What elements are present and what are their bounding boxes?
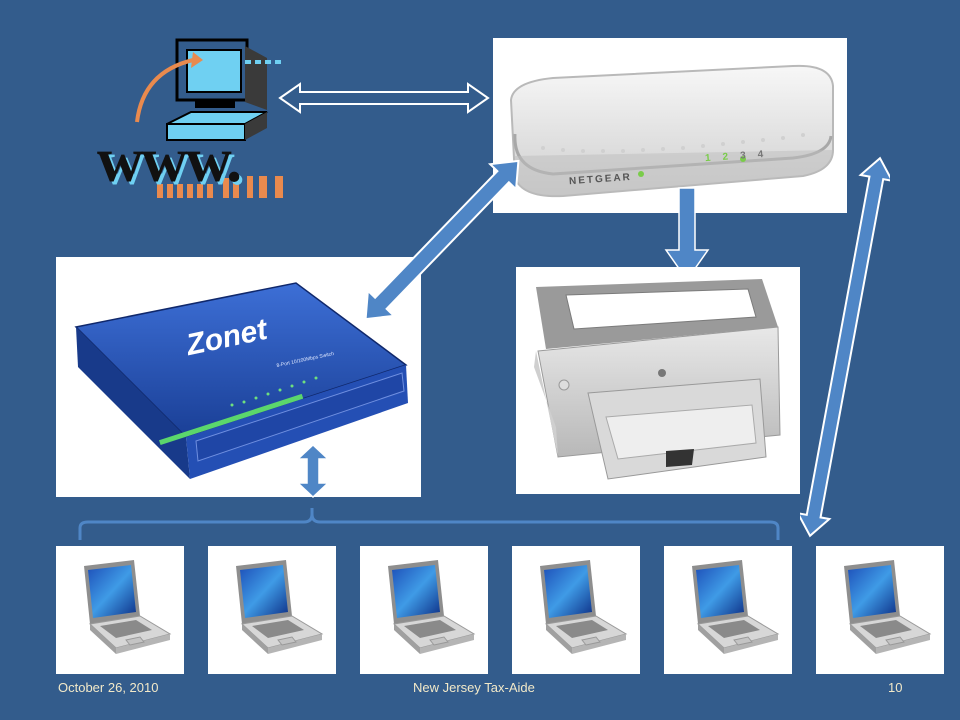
footer-center: New Jersey Tax-Aide	[413, 680, 535, 695]
laptop-4	[512, 546, 640, 674]
internet-icon: www.	[95, 32, 295, 202]
router-switch-arrow	[360, 160, 525, 320]
laptop-2	[208, 546, 336, 674]
laptop-icon	[844, 560, 932, 654]
switch-laptops-arrow	[296, 443, 330, 499]
router-icon	[509, 64, 834, 198]
laptop-icon	[388, 560, 476, 654]
laptop-icon	[692, 560, 780, 654]
computer-icon	[135, 38, 283, 198]
printer-panel	[516, 267, 800, 494]
router-laptop-arrow	[800, 152, 890, 542]
laptop-1	[56, 546, 184, 674]
laptop-icon	[236, 560, 324, 654]
laptop-3	[360, 546, 488, 674]
laptop-5	[664, 546, 792, 674]
laptop-group-bracket	[76, 504, 782, 544]
router-port-4: 4	[757, 149, 764, 161]
laptop-6	[816, 546, 944, 674]
router-port-2: 2	[722, 151, 729, 163]
router-panel: NETGEAR 1 2 3 4	[493, 38, 847, 213]
router-port-3: 3	[739, 150, 747, 162]
laser-printer-icon	[534, 279, 781, 480]
internet-router-arrow	[278, 82, 492, 114]
router-printer-arrow	[664, 186, 710, 282]
laptop-icon	[84, 560, 172, 654]
footer-page-number: 10	[888, 680, 903, 695]
footer-date: October 26, 2010	[58, 680, 159, 695]
network-switch-icon	[74, 282, 408, 479]
laptop-icon	[540, 560, 628, 654]
router-port-1: 1	[704, 152, 712, 165]
www-label: www.	[97, 124, 242, 195]
switch-panel: Zonet 8-Port 10/100Mbps Switch	[56, 257, 421, 497]
